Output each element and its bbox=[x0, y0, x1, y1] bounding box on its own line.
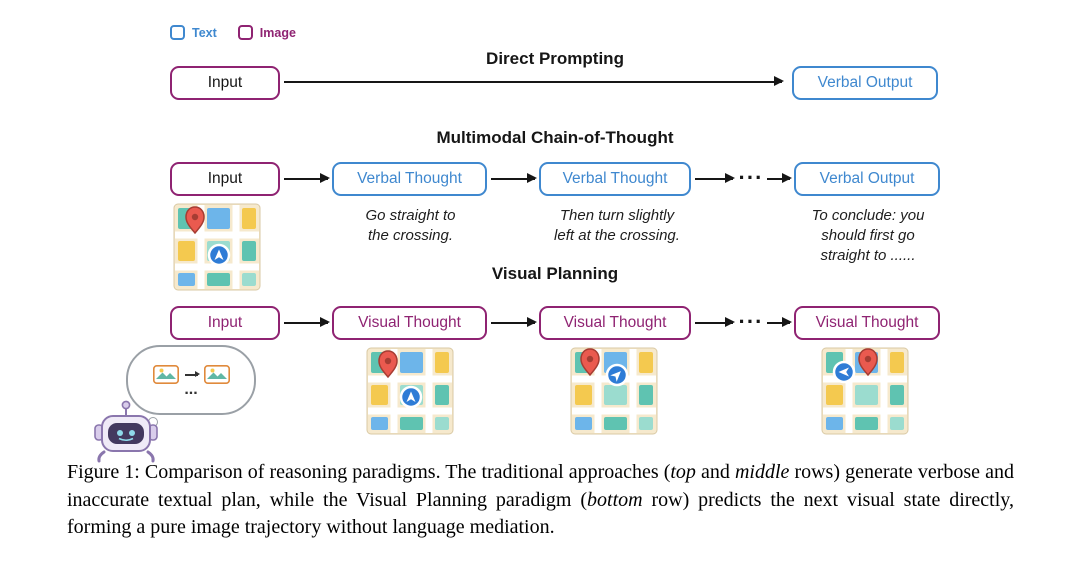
ellipsis-dots: ··· bbox=[738, 309, 764, 334]
visual-planning-title: Visual Planning bbox=[491, 264, 619, 283]
caption-text-italic: bottom bbox=[587, 488, 643, 511]
caption-text: Figure 1: Comparison of reasoning paradi… bbox=[67, 461, 671, 483]
flow-arrow bbox=[695, 316, 735, 328]
caption-text-italic: top bbox=[670, 461, 696, 483]
text-legend-label: Text bbox=[192, 25, 217, 40]
mcot-output-note: To conclude: you should first go straigh… bbox=[811, 207, 925, 264]
map-image-vp-step3 bbox=[821, 347, 909, 435]
visual-thought-2-label: Visual Thought bbox=[563, 314, 667, 331]
verbal-thought-1-label: Verbal Thought bbox=[357, 170, 462, 187]
mcot-verbal-output-box: Verbal Output bbox=[794, 162, 940, 196]
direct-verbal-output-label: Verbal Output bbox=[817, 74, 913, 91]
mcot-step1-note: Go straight to the crossing. bbox=[365, 207, 456, 244]
robot-icon bbox=[94, 400, 158, 463]
image-legend-swatch-icon bbox=[237, 25, 253, 40]
legend: Text Image bbox=[170, 25, 296, 40]
ellipsis-dots: ··· bbox=[738, 165, 764, 190]
caption-text: row) predicts the next visual state dire… bbox=[67, 488, 1014, 539]
flow-arrow bbox=[491, 172, 537, 184]
visual-thought-1-box: Visual Thought bbox=[332, 306, 487, 340]
flow-arrow bbox=[284, 75, 784, 87]
arrow-icon bbox=[184, 371, 200, 377]
caption-text: rows) generate verbose and inaccurate te… bbox=[67, 461, 1014, 511]
caption-text-italic: middle bbox=[734, 461, 790, 483]
flow-arrow bbox=[491, 316, 537, 328]
direct-verbal-output-box: Verbal Output bbox=[792, 66, 938, 100]
map-image-vp-step1 bbox=[366, 347, 454, 435]
mcot-input-box: Input bbox=[170, 162, 280, 196]
visual-thought-3-box: Visual Thought bbox=[794, 306, 940, 340]
flow-arrow bbox=[695, 172, 735, 184]
visual-thought-3-label: Visual Thought bbox=[815, 314, 919, 331]
flow-arrow bbox=[284, 172, 330, 184]
direct-input-label: Input bbox=[207, 74, 243, 91]
direct-input-box: Input bbox=[170, 66, 280, 100]
direct-prompting-title: Direct Prompting bbox=[486, 49, 624, 68]
figure-caption: Figure 1: Comparison of reasoning paradi… bbox=[67, 459, 1014, 542]
image-thumbnail-icon bbox=[152, 365, 179, 384]
image-legend-label: Image bbox=[259, 25, 296, 40]
thought-bubble-ellipsis: ... bbox=[184, 381, 198, 398]
image-thumbnail-icon bbox=[203, 365, 230, 384]
visual-thought-1-label: Visual Thought bbox=[358, 314, 461, 331]
map-image-mcot-input bbox=[173, 203, 261, 291]
mcot-input-label: Input bbox=[207, 170, 243, 187]
verbal-thought-1-box: Verbal Thought bbox=[332, 162, 487, 196]
vp-input-box: Input bbox=[170, 306, 280, 340]
mcot-step2-note: Then turn slightly left at the crossing. bbox=[554, 207, 680, 244]
verbal-thought-2-label: Verbal Thought bbox=[562, 170, 668, 187]
flow-arrow bbox=[284, 316, 330, 328]
thought-bubble: ... bbox=[126, 345, 256, 415]
caption-text: and bbox=[695, 461, 735, 483]
thought-bubble-images bbox=[152, 365, 230, 384]
flow-arrow bbox=[767, 172, 792, 184]
mcot-verbal-output-label: Verbal Output bbox=[819, 170, 915, 187]
flow-arrow bbox=[767, 316, 792, 328]
map-image-vp-step2 bbox=[570, 347, 658, 435]
text-legend-swatch-icon bbox=[170, 25, 185, 40]
multimodal-cot-title: Multimodal Chain-of-Thought bbox=[436, 128, 674, 147]
visual-thought-2-box: Visual Thought bbox=[539, 306, 691, 340]
vp-input-label: Input bbox=[207, 314, 243, 331]
verbal-thought-2-box: Verbal Thought bbox=[539, 162, 691, 196]
